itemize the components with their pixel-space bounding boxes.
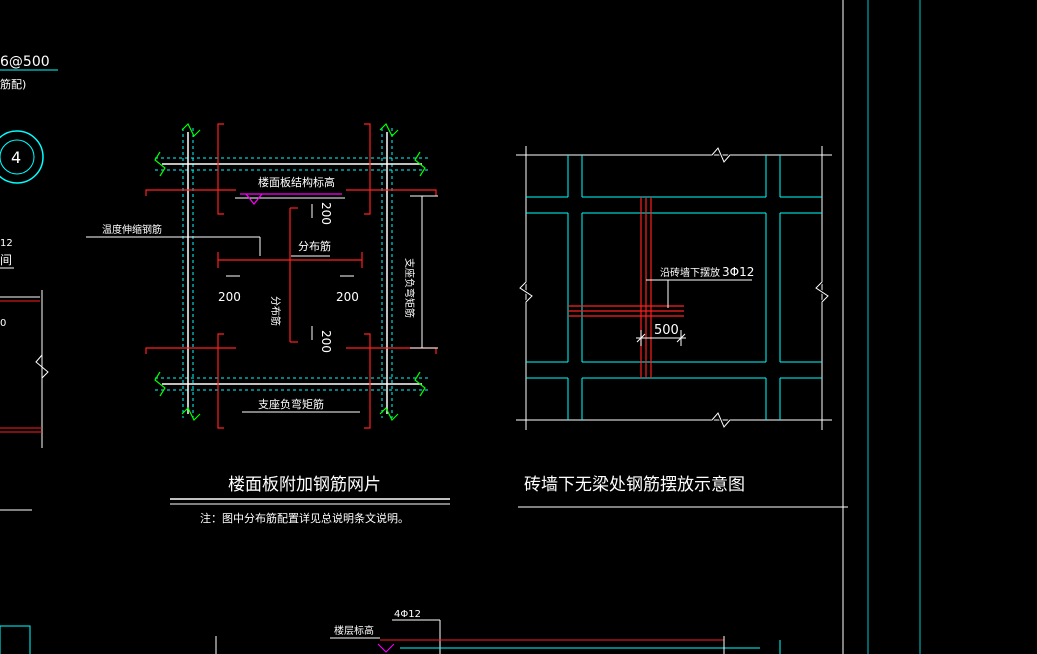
left-side-label-3: 0 [0, 318, 6, 329]
mesh-detail-note: 注：图中分布筋配置详见总说明条文说明。 [200, 511, 409, 525]
label-dist-bar-vertical: 分布筋 [269, 296, 282, 326]
left-top-label: 6@500 [0, 54, 50, 70]
dim-top: 200 [319, 202, 333, 225]
label-dist-bar: 分布筋 [298, 239, 331, 253]
dim-500: 500 [654, 323, 679, 338]
left-fragment: 6@500 筋配) 4 12 间 0 [0, 54, 58, 654]
left-sub-label: 筋配) [0, 77, 26, 91]
label-temp-bar: 温度伸缩钢筋 [102, 223, 162, 236]
label-slab-top: 楼面板结构标高 [258, 175, 335, 189]
detail-circle-marker [0, 130, 44, 184]
dim-bottom: 200 [319, 330, 333, 353]
label-support-bottom: 支座负弯矩筋 [258, 397, 324, 411]
slab-level-symbol [240, 193, 342, 205]
bottom-fragment: 4Φ12 楼层标高 [215, 609, 781, 654]
bottom-floor-label: 楼层标高 [334, 624, 374, 637]
dim-right: 200 [336, 290, 359, 304]
circle-number: 4 [11, 148, 21, 167]
mesh-detail: 楼面板结构标高 温度伸缩钢筋 分布筋 分布筋 支座负弯矩筋 支座负弯矩筋 200… [86, 122, 450, 525]
wall-detail-title: 砖墙下无梁处钢筋摆放示意图 [524, 475, 745, 495]
label-wall-bar: 沿砖墙下摆放 [660, 266, 720, 279]
left-side-label-2: 间 [0, 253, 12, 267]
mesh-detail-title: 楼面板附加钢筋网片 [228, 475, 381, 495]
bottom-spec-label: 4Φ12 [394, 609, 421, 620]
left-side-label-1: 12 [0, 238, 13, 249]
wall-detail: 沿砖墙下摆放 3Φ12 500 砖墙下无梁处钢筋摆放示意图 [516, 145, 848, 508]
label-wall-bar-spec: 3Φ12 [722, 265, 754, 279]
dim-left: 200 [218, 290, 241, 304]
label-support-right: 支座负弯矩筋 [403, 258, 416, 318]
drawing-frame-lines [842, 0, 921, 654]
